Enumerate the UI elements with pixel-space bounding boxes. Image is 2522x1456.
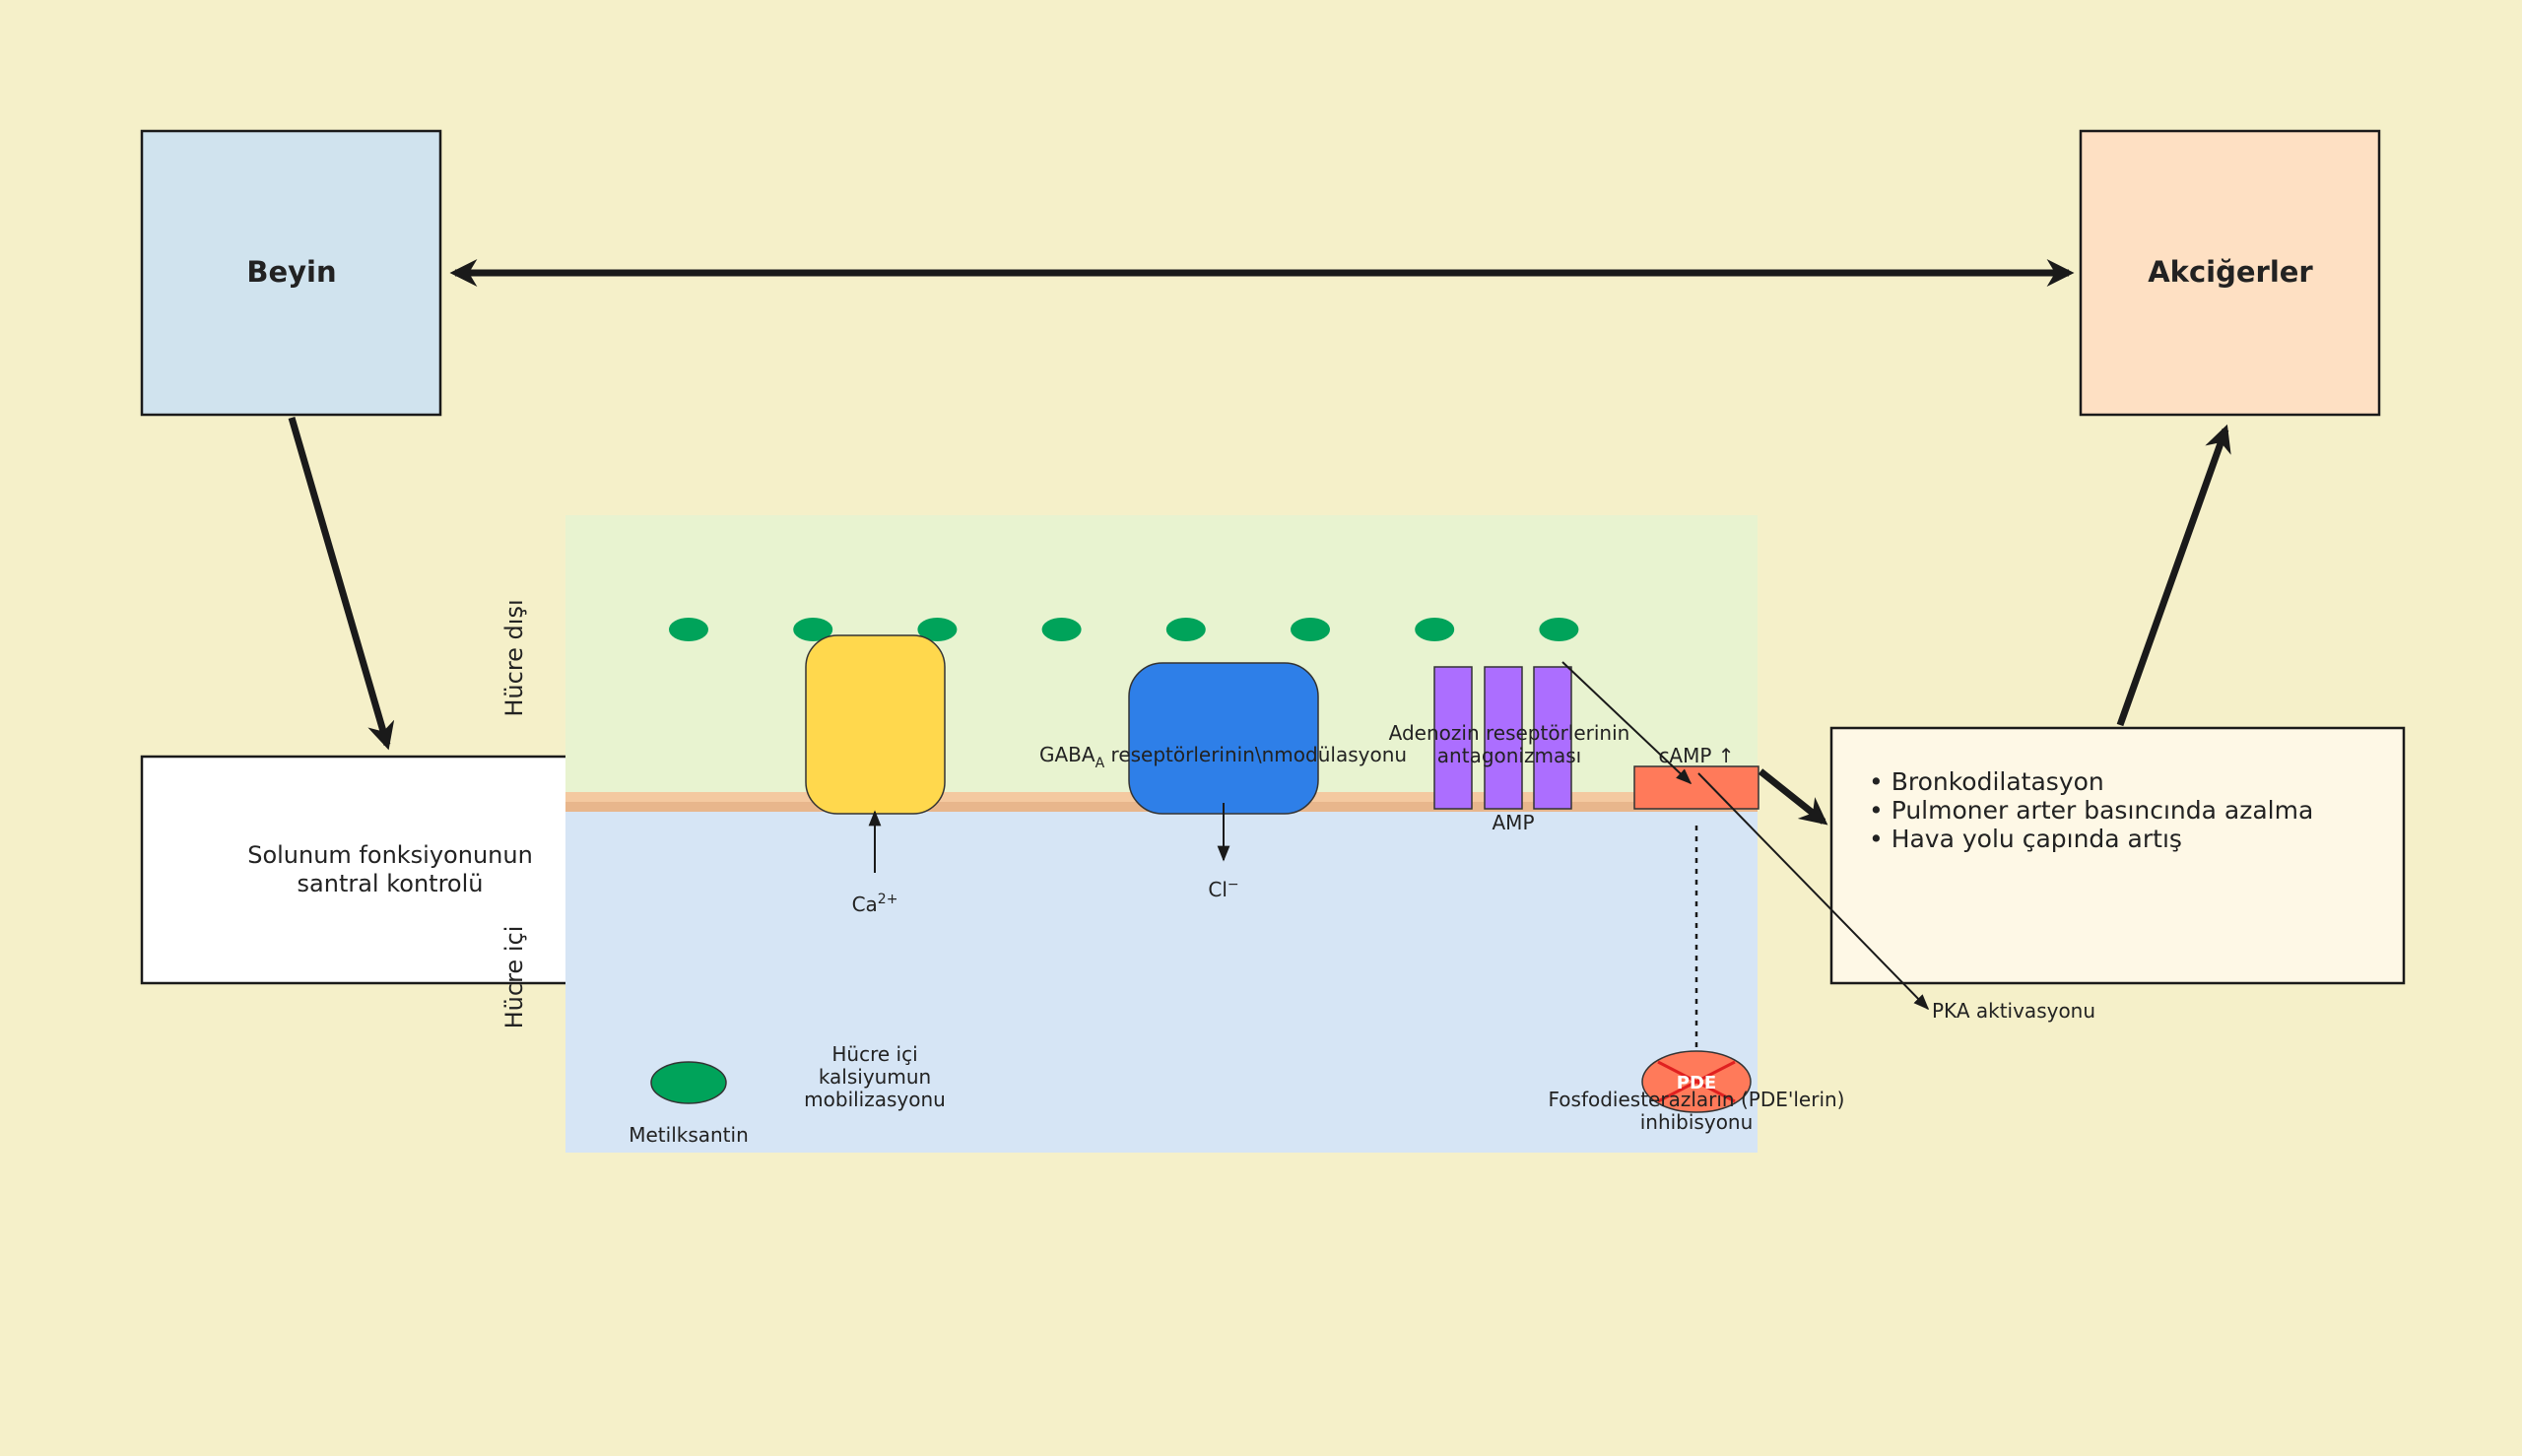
- effects-box: [1829, 726, 2406, 985]
- legend-methylxanthine-label: Metilksantin: [629, 1123, 749, 1147]
- adenosine-label-1: Adenozin reseptörlerinin: [1389, 721, 1630, 745]
- adenosine-label-2: antagonizması: [1437, 744, 1581, 767]
- brain-box[interactable]: [140, 129, 442, 417]
- methylxanthine-molecule: [1165, 618, 1206, 641]
- calcium-channel: [805, 634, 946, 815]
- legend-methylxanthine-icon: [650, 1061, 727, 1104]
- intracellular-label: Hücre içi: [500, 926, 528, 1029]
- lungs-box[interactable]: [2079, 129, 2381, 417]
- calcium-ion-label: Ca2+: [852, 892, 898, 916]
- lungs-label: Akciğerler: [2148, 255, 2313, 289]
- camp-box: [1633, 765, 1759, 810]
- adenosine-receptors: [1433, 666, 1572, 810]
- gaba-modulation-label: GABAA reseptörlerinin\nmodülasyonu: [1039, 743, 1407, 771]
- methylxanthine-molecules: [669, 618, 1579, 641]
- gaba-receptor: [1128, 662, 1319, 815]
- methylxanthine-molecule: [1291, 618, 1330, 641]
- pde-label: PDE: [1677, 1073, 1716, 1093]
- methylxanthine-molecule: [793, 618, 833, 641]
- pde-inhibition-label-1: Fosfodiesterazların (PDE'lerin): [1549, 1088, 1845, 1111]
- adenosine-receptor-1: [1433, 666, 1473, 810]
- calcium-mobilization-label-1: Hücre içi: [831, 1042, 917, 1066]
- central-control-label-2: santral kontrolü: [298, 870, 484, 897]
- camp-to-effects-arrow: [1758, 768, 1828, 826]
- effect-item-2: • Pulmoner arter basıncında azalma: [1869, 796, 2313, 825]
- chloride-ion-label: Cl−: [1208, 877, 1238, 901]
- adenosine-receptor-3: [1533, 666, 1572, 810]
- methylxanthine-molecule: [917, 618, 958, 641]
- adenosine-to-camp-arrow: [1561, 661, 1692, 785]
- effect-item-3: • Hava yolu çapında artış: [1869, 825, 2182, 853]
- panel-overlap-mem1: [565, 792, 577, 802]
- amp-label: AMP: [1493, 811, 1535, 834]
- calcium-mobilization-label-2: kalsiyumun: [819, 1065, 931, 1089]
- panel-overlap-mem2: [565, 802, 577, 812]
- central-control-box: [140, 755, 577, 985]
- central-control-label-1: Solunum fonksiyonunun: [247, 841, 533, 869]
- pde-inhibition-label-2: inhibisyonu: [1640, 1110, 1754, 1134]
- panel-overlap-int: [565, 812, 577, 985]
- intracellular-region: [565, 811, 1758, 1153]
- cell-panel: [565, 515, 1758, 1153]
- adenosine-receptor-2: [1484, 666, 1523, 810]
- pka-activation-label: PKA aktivasyonu: [1932, 999, 2095, 1023]
- effect-item-1: • Bronkodilatasyon: [1869, 767, 2104, 796]
- brain-label: Beyin: [246, 255, 336, 289]
- panel-overlap-ext: [565, 755, 577, 792]
- extracellular-label: Hücre dışı: [500, 599, 528, 716]
- methylxanthine-molecule: [1041, 618, 1082, 641]
- effects-to-lungs-arrow: [2116, 424, 2231, 727]
- pde-cross-line-2: [1657, 1060, 1736, 1103]
- brain-to-control-arrow: [288, 417, 395, 751]
- camp-to-pka-arrow: [1697, 772, 1930, 1011]
- methylxanthine-molecule: [669, 618, 708, 641]
- methylxanthine-molecule: [1415, 618, 1455, 641]
- methylxanthine-molecule: [1539, 618, 1579, 641]
- calcium-mobilization-label-3: mobilizasyonu: [804, 1088, 946, 1111]
